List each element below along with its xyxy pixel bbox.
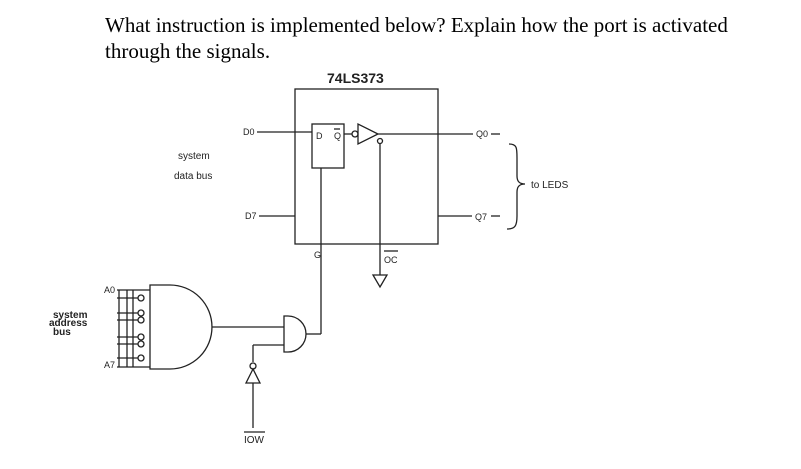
buffer-input-bubble — [351, 130, 359, 138]
select-and-gate — [283, 315, 307, 353]
d7-label: D7 — [245, 211, 257, 221]
question-text: What instruction is implemented below? E… — [105, 12, 785, 64]
addr-bubble-5 — [137, 354, 145, 362]
q7-label: Q7 — [475, 212, 487, 222]
d0-label: D0 — [243, 127, 255, 137]
iow-label: IOW — [244, 435, 265, 446]
latch-qbar-label: Q — [334, 131, 341, 141]
address-bus-label-line1: system — [53, 310, 88, 321]
question-line-1: What instruction is implemented below? E… — [105, 13, 728, 37]
addr-bubble-2 — [137, 316, 145, 324]
a7-label: A7 — [104, 360, 115, 370]
buffer-enable-bubble — [376, 137, 384, 145]
chip-name-label: 74LS373 — [327, 70, 384, 86]
data-bus-label-line1: system — [178, 151, 210, 162]
a0-label: A0 — [104, 285, 115, 295]
question-line-2: through the signals. — [105, 39, 271, 63]
address-and-gate — [149, 284, 213, 370]
latch-d-label: D — [316, 131, 323, 141]
latch-chip-box — [294, 88, 439, 245]
to-leds-label: to LEDS — [531, 180, 569, 191]
addr-bubble-0 — [137, 294, 145, 302]
addr-bubble-3 — [137, 333, 145, 341]
d-latch-box — [311, 123, 345, 169]
address-bus-label-line3: bus — [53, 327, 71, 338]
q0-label: Q0 — [476, 129, 488, 139]
oc-pin-label: OC — [384, 255, 398, 265]
addr-bubble-1 — [137, 309, 145, 317]
addr-bubble-4 — [137, 340, 145, 348]
output-brace — [506, 143, 526, 230]
g-pin-label: G — [314, 250, 321, 260]
iow-inverter — [244, 367, 262, 384]
data-bus-label-line2: data bus — [174, 171, 212, 182]
address-bus-label-line2: address — [49, 318, 88, 329]
tristate-buffer — [357, 122, 380, 146]
oc-ground-arrow — [371, 274, 389, 289]
